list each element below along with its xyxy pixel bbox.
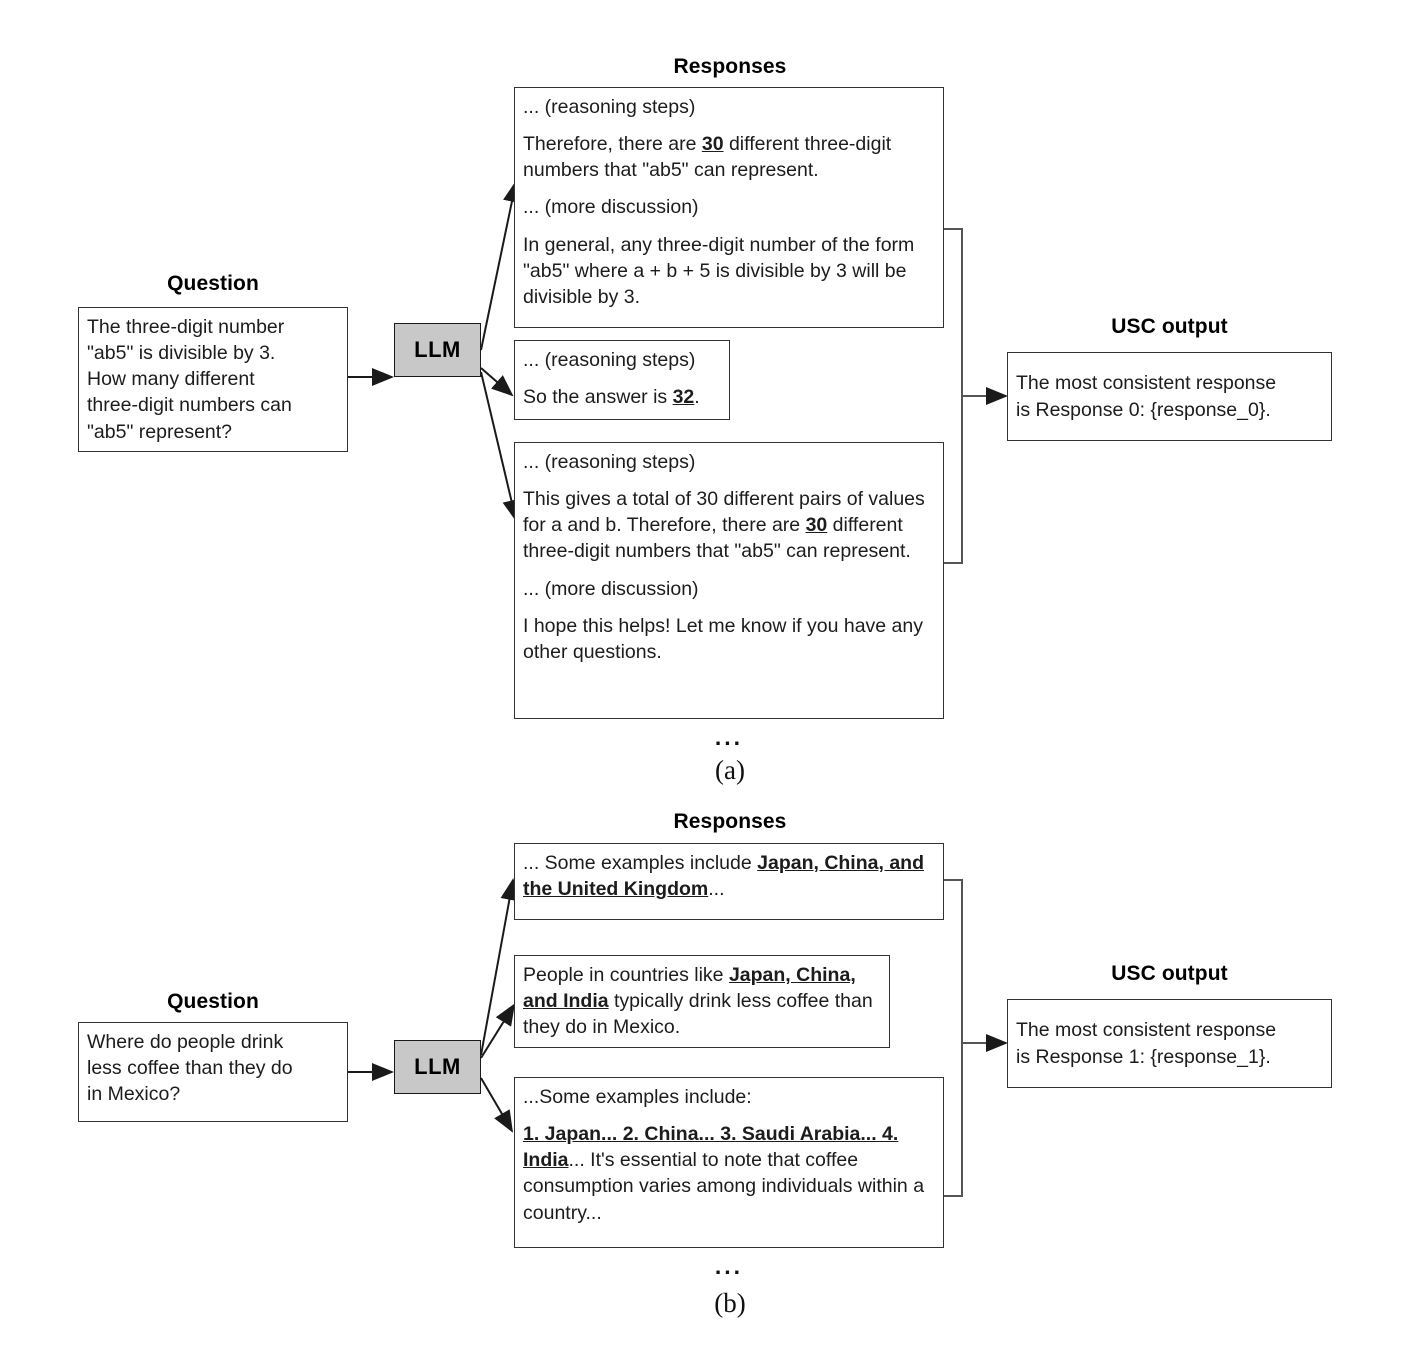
response-box-a-1: ... (reasoning steps) So the answer is 3… <box>514 340 730 420</box>
response-paragraph: 1. Japan... 2. China... 3. Saudi Arabia.… <box>523 1121 936 1226</box>
llm-label: LLM <box>414 1054 461 1079</box>
question-line: "ab5" is divisible by 3. <box>87 342 276 365</box>
question-line: three-digit numbers can <box>87 394 292 417</box>
response-paragraph: ... Some examples include Japan, China, … <box>523 850 936 902</box>
response-paragraph: I hope this helps! Let me know if you ha… <box>523 613 936 665</box>
highlight-answer: 30 <box>805 514 828 537</box>
response-paragraph: ...Some examples include: <box>523 1084 936 1110</box>
question-line: The three-digit number <box>87 316 285 338</box>
response-paragraph: ... (more discussion) <box>523 194 936 220</box>
response-paragraph: This gives a total of 30 different pairs… <box>523 486 936 564</box>
question-box-b: Where do people drink less coffee than t… <box>78 1022 348 1122</box>
arrow-llm-to-response1-b <box>480 1003 516 1059</box>
text-run: different three-digit numbers that "ab5"… <box>523 133 892 182</box>
text-run: This gives a total of 30 different pairs… <box>523 488 925 537</box>
arrow-llm-to-response2-b <box>480 1077 514 1133</box>
arrow-llm-to-response2-a <box>480 371 521 522</box>
response-paragraph: ... (more discussion) <box>523 576 936 602</box>
arrow-llm-to-response0-a <box>480 180 521 351</box>
question-heading-b: Question <box>167 990 259 1013</box>
arrow-llm-to-response1-a <box>480 367 514 397</box>
response-paragraph: ... (reasoning steps) <box>523 94 936 120</box>
question-line: in Mexico? <box>87 1083 181 1106</box>
usc-output-line: is Response 1: {response_1}. <box>1016 1045 1271 1068</box>
usc-output-line: The most consistent response <box>1016 1019 1277 1042</box>
highlight-answer: 1. Japan... 2. China... 3. Saudi Arabia.… <box>523 1123 899 1172</box>
usc-output-box-b: The most consistent response is Response… <box>1007 999 1332 1088</box>
text-run: ... (reasoning steps) <box>523 96 696 118</box>
highlight-answer: 32 <box>672 386 695 409</box>
text-run: I hope this helps! Let me know if you ha… <box>523 614 923 663</box>
response-paragraph: So the answer is 32. <box>523 384 722 410</box>
response-box-a-0: ... (reasoning steps) Therefore, there a… <box>514 87 944 328</box>
question-line: less coffee than they do <box>87 1057 293 1080</box>
usc-output-line: The most consistent response <box>1016 372 1277 395</box>
response-paragraph: ... (reasoning steps) <box>523 449 936 475</box>
llm-label: LLM <box>414 337 461 362</box>
question-line: Where do people drink <box>87 1031 284 1053</box>
text-run: So the answer is <box>523 386 673 409</box>
responses-ellipsis-a: ... <box>714 724 744 750</box>
panel-caption-b: (b) <box>714 1288 746 1318</box>
highlight-answer: Japan, China, and the United Kingdom <box>523 852 924 901</box>
highlight-answer: Japan, China, and India <box>523 964 856 1013</box>
question-line: "ab5" represent? <box>87 420 233 443</box>
response-box-b-2: ...Some examples include: 1. Japan... 2.… <box>514 1077 944 1248</box>
responses-ellipsis-b: ... <box>714 1253 744 1279</box>
bracket-responses-b <box>941 879 963 1197</box>
response-box-b-1: People in countries like Japan, China, a… <box>514 955 890 1048</box>
arrow-llm-to-response0-b <box>480 878 519 1056</box>
question-box-a: The three-digit number "ab5" is divisibl… <box>78 307 348 452</box>
llm-box-b: LLM <box>394 1040 481 1094</box>
text-run: ...Some examples include: <box>523 1086 752 1108</box>
response-paragraph: ... (reasoning steps) <box>523 347 722 373</box>
response-paragraph: Therefore, there are 30 different three-… <box>523 131 936 183</box>
response-box-a-2: ... (reasoning steps) This gives a total… <box>514 442 944 719</box>
panel-caption-a: (a) <box>715 755 745 785</box>
text-run: ... Some examples include <box>523 852 758 874</box>
text-run: different three-digit numbers that "ab5"… <box>523 514 911 563</box>
text-run: typically drink less coffee than they do… <box>523 990 873 1039</box>
responses-heading-b: Responses <box>673 810 787 833</box>
text-run: ... (more discussion) <box>523 196 699 219</box>
response-box-b-0: ... Some examples include Japan, China, … <box>514 843 944 920</box>
usc-heading-a: USC output <box>1111 315 1228 338</box>
highlight-answer: 30 <box>701 133 724 156</box>
question-line: How many different <box>87 368 255 391</box>
text-run: ... <box>708 878 725 901</box>
responses-heading-a: Responses <box>673 55 787 78</box>
text-run: ... It's essential to note that coffee c… <box>523 1149 925 1224</box>
text-run: . <box>694 386 700 409</box>
response-paragraph: People in countries like Japan, China, a… <box>523 962 882 1040</box>
llm-box-a: LLM <box>394 323 481 377</box>
usc-output-line: is Response 0: {response_0}. <box>1016 398 1271 421</box>
response-paragraph: In general, any three-digit number of th… <box>523 232 936 310</box>
text-run: ... (reasoning steps) <box>523 451 696 473</box>
bracket-responses-a <box>941 228 963 564</box>
text-run: In general, any three-digit number of th… <box>523 233 915 308</box>
question-heading-a: Question <box>167 272 259 295</box>
usc-heading-b: USC output <box>1111 962 1228 985</box>
text-run: ... (more discussion) <box>523 577 699 600</box>
usc-output-box-a: The most consistent response is Response… <box>1007 352 1332 441</box>
text-run: Therefore, there are <box>523 133 702 156</box>
text-run: People in countries like <box>523 964 729 986</box>
text-run: ... (reasoning steps) <box>523 349 696 371</box>
